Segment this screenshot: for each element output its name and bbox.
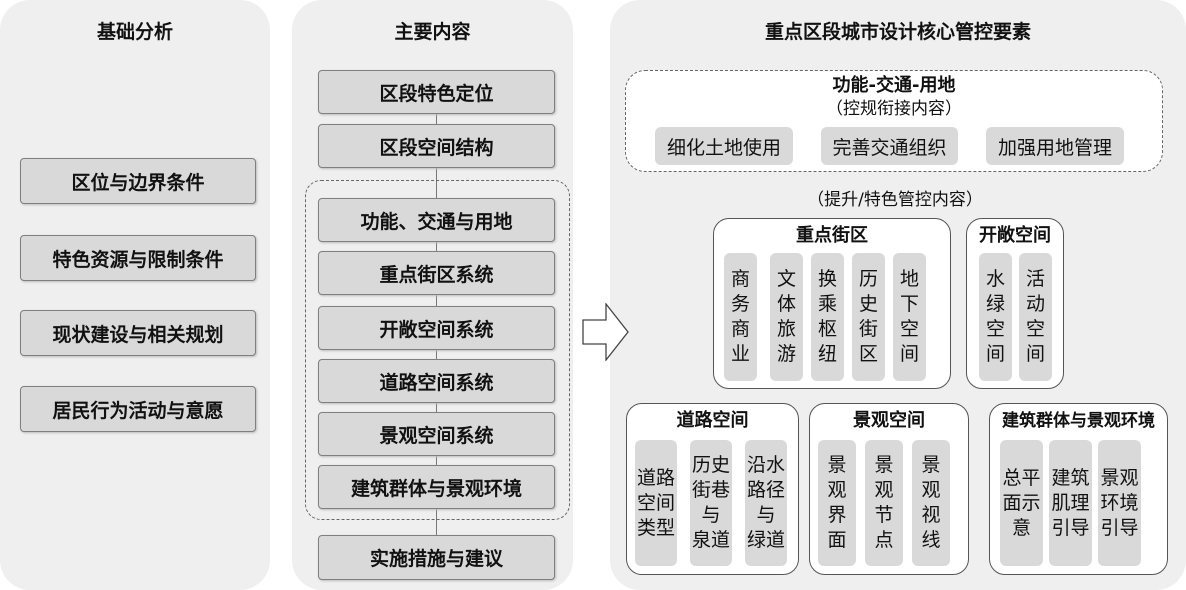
panel-title: 基础分析 (96, 21, 173, 43)
content-item: 实施措施与建议 (318, 535, 555, 580)
content-item: 道路空间系统 (318, 359, 555, 403)
analysis-item: 特色资源与限制条件 (20, 235, 256, 281)
analysis-item: 居民行为活动与意愿 (20, 386, 256, 432)
element-item: 活 动 空 间 (1019, 253, 1052, 381)
element-item: 换 乘 枢 纽 (811, 253, 844, 381)
content-item: 区段特色定位 (318, 70, 555, 114)
element-item: 道路 空间 类型 (635, 440, 677, 566)
landscape-space-box: 景观空间 景 观 界 面 景 观 节 点 景 观 视 线 (809, 403, 969, 575)
open-space-box: 开敞空间 水 绿 空 间 活 动 空 间 (966, 218, 1064, 389)
box-title: 开敞空间 (979, 225, 1051, 246)
group-title: 功能-交通-用地 (832, 75, 956, 96)
box-title: 重点街区 (796, 225, 868, 246)
box-title: 道路空间 (676, 410, 749, 431)
element-item: 地 下 空 间 (893, 253, 926, 381)
group-subtitle: （控规衔接内容） (826, 99, 962, 119)
element-item: 文 体 旅 游 (770, 253, 803, 381)
element-item: 景 观 界 面 (818, 440, 856, 566)
box-title: 景观空间 (853, 410, 925, 431)
element-item: 建筑 肌理 引导 (1049, 440, 1092, 566)
basic-analysis-panel: 基础分析 区位与边界条件 特色资源与限制条件 现状建设与相关规划 居民行为活动与… (0, 0, 270, 590)
main-content-panel: 主要内容 区段特色定位 区段空间结构 功能、交通与用地 重点街区系统 开敞空间系… (292, 0, 573, 590)
element-item: 沿水 路径 与 绿道 (745, 440, 787, 566)
panel-title: 主要内容 (394, 21, 471, 43)
element-item: 商 务 商 业 (724, 253, 757, 381)
road-space-box: 道路空间 道路 空间 类型 历史 街巷 与 泉道 沿水 路径 与 绿道 (626, 403, 799, 575)
content-item: 重点街区系统 (318, 251, 555, 295)
analysis-item: 现状建设与相关规划 (20, 310, 256, 356)
key-districts-box: 重点街区 商 务 商 业 文 体 旅 游 换 乘 枢 纽 历 史 街 区 地 下… (713, 218, 951, 389)
control-item: 完善交通组织 (821, 127, 958, 165)
content-item: 景观空间系统 (318, 412, 555, 456)
element-item: 历史 街巷 与 泉道 (690, 440, 732, 566)
right-arrow-icon (582, 303, 629, 361)
element-item: 总平 面示 意 (1000, 440, 1043, 566)
building-environment-box: 建筑群体与景观环境 总平 面示 意 建筑 肌理 引导 景观 环境 引导 (989, 403, 1168, 575)
control-item: 细化土地使用 (655, 127, 793, 165)
control-item: 加强用地管理 (986, 127, 1124, 165)
content-item: 区段空间结构 (318, 124, 555, 168)
element-item: 景 观 节 点 (865, 440, 903, 566)
basic-control-group: 功能-交通-用地 （控规衔接内容） 细化土地使用 完善交通组织 加强用地管理 (625, 70, 1163, 172)
core-elements-panel: 重点区段城市设计核心管控要素 功能-交通-用地 （控规衔接内容） 细化土地使用 … (610, 0, 1186, 590)
content-item: 开敞空间系统 (318, 306, 555, 350)
panel-title: 重点区段城市设计核心管控要素 (764, 21, 1031, 43)
content-item: 建筑群体与景观环境 (318, 465, 555, 509)
element-item: 景 观 视 线 (912, 440, 950, 566)
analysis-item: 区位与边界条件 (20, 158, 256, 204)
content-group (305, 180, 570, 520)
element-item: 历 史 街 区 (852, 253, 885, 381)
element-item: 水 绿 空 间 (979, 253, 1012, 381)
enhanced-caption: （提升/特色管控内容） (807, 190, 983, 210)
box-title: 建筑群体与景观环境 (1002, 411, 1155, 431)
element-item: 景观 环境 引导 (1098, 440, 1141, 566)
content-item: 功能、交通与用地 (318, 198, 555, 242)
